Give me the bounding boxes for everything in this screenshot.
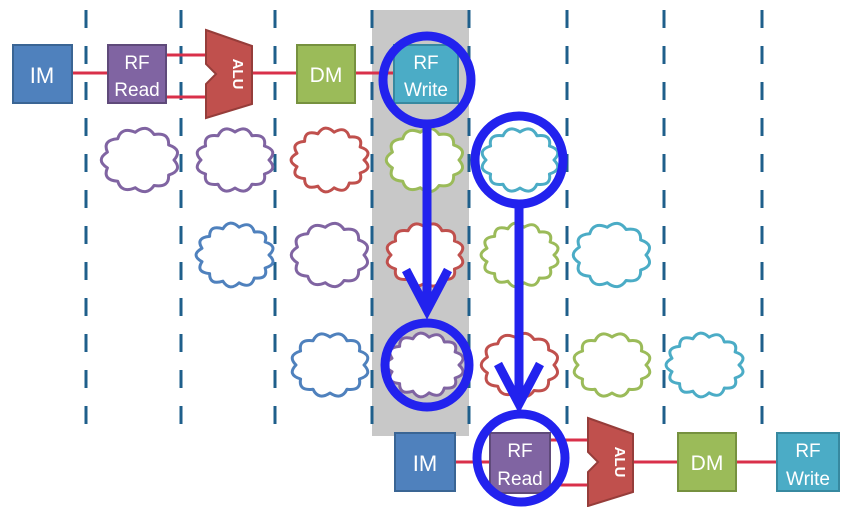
rf-write-label: RF bbox=[795, 441, 820, 462]
im-label: IM bbox=[413, 451, 437, 476]
annotation-circle bbox=[472, 409, 570, 507]
annotation-layer bbox=[378, 31, 570, 507]
instruction-cloud bbox=[290, 332, 370, 398]
annotation-circle bbox=[380, 318, 474, 412]
instruction-cloud bbox=[480, 127, 560, 193]
rf-write-label: Write bbox=[786, 469, 830, 490]
im-block bbox=[394, 432, 456, 492]
rf-read-label: Read bbox=[497, 469, 542, 490]
instruction-cloud bbox=[194, 221, 275, 289]
instruction-cloud bbox=[664, 331, 745, 399]
rf-read-label: RF bbox=[124, 53, 149, 74]
dm-block bbox=[296, 44, 356, 104]
rf-write-label: RF bbox=[413, 53, 438, 74]
im-block bbox=[12, 44, 73, 104]
forwarding-arrow-head bbox=[402, 267, 452, 320]
instruction-cloud bbox=[195, 127, 275, 193]
instruction-cloud bbox=[289, 221, 369, 289]
im-label: IM bbox=[30, 63, 54, 88]
rf-write-block bbox=[393, 44, 459, 104]
instruction-clouds bbox=[99, 126, 745, 399]
rf-read-label: RF bbox=[507, 441, 532, 462]
alu-block bbox=[205, 28, 253, 120]
instruction-cloud bbox=[289, 126, 370, 194]
pipeline-bottom: IM RF Read ALU DM RF Write bbox=[394, 416, 840, 507]
rf-read-label: Read bbox=[114, 80, 159, 101]
alu-label: ALU bbox=[229, 59, 246, 90]
dm-label: DM bbox=[310, 64, 343, 87]
pipeline-top: IM RF Read ALU DM RF Write bbox=[12, 28, 459, 120]
instruction-cloud bbox=[99, 126, 179, 194]
rf-write-block bbox=[776, 432, 840, 492]
rf-read-block bbox=[489, 432, 551, 494]
rf-write-label: Write bbox=[404, 80, 448, 101]
alu-label: ALU bbox=[611, 447, 628, 478]
forwarding-arrow-head bbox=[494, 361, 544, 414]
dm-label: DM bbox=[691, 452, 724, 475]
rf-read-block bbox=[107, 44, 167, 104]
dm-block bbox=[677, 432, 737, 492]
instruction-cloud bbox=[572, 332, 652, 398]
instruction-cloud bbox=[571, 221, 651, 289]
alu-block bbox=[587, 416, 634, 507]
